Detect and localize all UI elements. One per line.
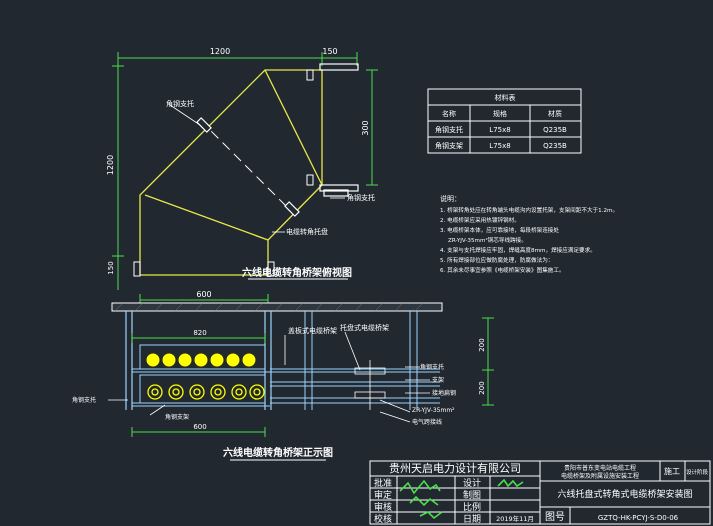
stage-right: 设计阶段	[686, 468, 709, 476]
dim-left-vertical: 1200	[106, 155, 115, 175]
note-line: 3. 电缆桥架本体，应可靠接地，每段桥架连接处	[440, 226, 559, 234]
material-cell: 角钢支托	[435, 125, 463, 134]
row-left-label: 审核	[374, 501, 392, 513]
front-dim-top: 820	[193, 329, 206, 337]
note-line: 2. 电缆桥架应采用热镀锌钢材。	[440, 216, 520, 224]
material-table: 材料表 名称 规格 材质 角钢支托 L75x8 Q235B 角钢支架 L75x8…	[427, 88, 582, 154]
row-mid-label: 设计	[463, 477, 481, 489]
tray-centerline	[199, 119, 291, 211]
note-line: ZR-YJV-35mm²铜芯导线跨接。	[448, 236, 527, 244]
front-dim-right-bottom: 200	[478, 381, 486, 394]
note-line: 4. 支架与支托焊接应牢固，焊缝高度8mm，焊接应满足要求。	[440, 246, 596, 254]
label-bracket: 角钢支托	[420, 363, 444, 371]
top-view-title: 六线电缆转角桥架俯视图	[242, 266, 352, 279]
company-name: 贵州天启电力设计有限公司	[389, 461, 521, 475]
front-dim-right-top: 200	[478, 338, 486, 351]
elbow-tray-outline	[139, 69, 323, 276]
label-support: 支架	[432, 376, 444, 384]
label-bracket-right: 角钢支托	[347, 193, 375, 202]
notes-title: 说明：	[440, 194, 461, 203]
dim-left-small: 150	[107, 261, 115, 274]
dim-top-right: 150	[322, 47, 337, 56]
label-tray: 电缆转角托盘	[286, 227, 328, 236]
material-cell: L75x8	[489, 126, 510, 134]
label-angle: 角钢支架	[165, 413, 189, 421]
note-line: 5. 所有焊接部位应做防腐处理，防腐做法为：	[440, 256, 553, 264]
dim-bottom: 600	[196, 290, 211, 299]
lower-cables	[147, 384, 265, 400]
note-line: 1. 桥架转角处应在转角端头电缆沟内设置托架，支架间距不大于1.2m。	[440, 206, 618, 214]
material-col-name: 名称	[442, 109, 456, 118]
dim-right-vertical: 300	[361, 120, 370, 135]
date-value: 2019年11月	[496, 514, 534, 523]
stage-label: 施工	[664, 466, 680, 476]
row-left-label: 批准	[374, 477, 392, 489]
notes: 说明： 1. 桥架转角处应在转角端头电缆沟内设置托架，支架间距不大于1.2m。 …	[440, 194, 618, 274]
row-mid-label: 比例	[463, 501, 481, 513]
label-bracket-top: 角钢支托	[166, 99, 194, 108]
label-cable: ZR-YJV-35mm²	[412, 407, 455, 414]
top-view: 1200 150 1200 300 150 600	[106, 47, 378, 306]
drawing-no-label: 图号	[545, 511, 565, 523]
ceiling-slab	[111, 302, 443, 312]
label-tray-right: 托盘式电缆桥架	[340, 323, 389, 332]
label-ground: 接地扁钢	[432, 389, 456, 397]
upper-tray	[132, 344, 270, 373]
drawing-title: 六线托盘式转角式电缆桥架安装图	[557, 488, 692, 500]
material-cell: Q235B	[543, 142, 567, 150]
material-cell: L75x8	[489, 142, 510, 150]
material-col-spec: 规格	[493, 109, 507, 118]
label-tray-cover: 盖板式电缆桥架	[288, 326, 337, 335]
row-left-label: 校核	[374, 513, 392, 525]
label-bracket-left: 角钢支托	[72, 396, 96, 404]
front-dimensions	[131, 317, 494, 437]
label-bond: 电气跨接线	[412, 418, 442, 426]
right-tray-section	[270, 311, 440, 410]
side-stubs	[133, 69, 314, 277]
slab-hatch	[114, 302, 424, 312]
dim-top-left: 1200	[210, 47, 230, 56]
lower-tray	[132, 374, 270, 407]
front-view-title: 六线电缆转角桥架正示图	[223, 446, 333, 459]
row-left-label: 审定	[374, 489, 392, 501]
row-mid-label: 制图	[463, 489, 481, 501]
project-line-2: 电缆桥架及附属设施安装工程	[561, 472, 639, 480]
front-dim-bottom: 600	[193, 423, 206, 431]
material-col-material: 材质	[548, 109, 562, 118]
signature-marks	[399, 478, 524, 520]
project-line-1: 贵阳市普东变电站电缆工程	[564, 464, 636, 472]
title-block: 贵州天启电力设计有限公司 贵阳市普东变电站电缆工程 电缆桥架及附属设施安装工程 …	[369, 460, 711, 525]
front-leaders	[108, 331, 430, 423]
upper-cables	[146, 353, 256, 367]
material-cell: 角钢支架	[435, 141, 463, 150]
bracket-markers	[196, 63, 359, 217]
top-leaders	[169, 104, 345, 233]
row-mid-label: 日期	[463, 514, 481, 525]
front-view: 820 600 200 200 盖板式电缆桥架 托盘式电缆桥架 角钢支托 支架 …	[72, 302, 494, 461]
note-line: 6. 其余未尽事宜参照《电缆桥架安装》图集施工。	[440, 266, 565, 274]
material-cell: Q235B	[543, 126, 567, 134]
material-table-title: 材料表	[495, 93, 516, 102]
drawing-no: GZTQ-HK-PCYJ-S-D0-06	[598, 514, 679, 522]
right-tray-joint	[354, 360, 386, 410]
